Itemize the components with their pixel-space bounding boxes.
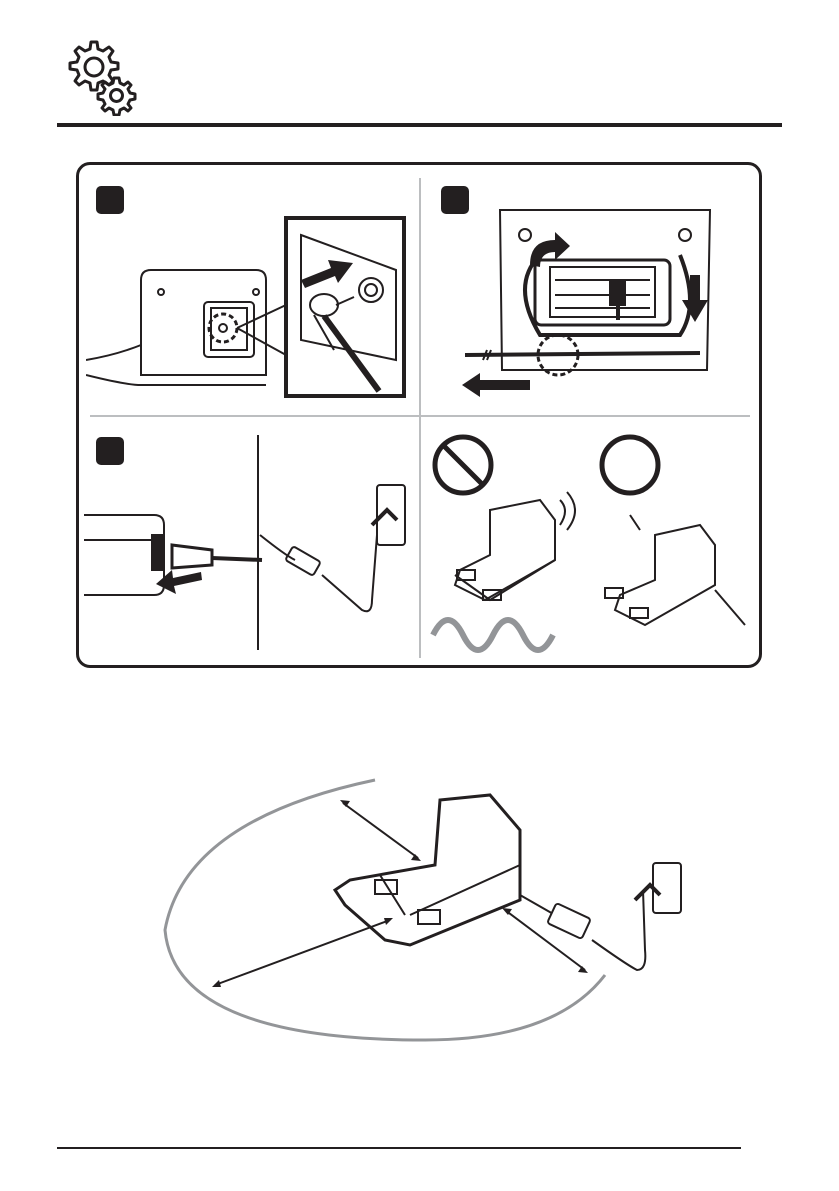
panel-4-illustration <box>425 430 755 655</box>
ok-circle-icon <box>602 437 658 493</box>
panel-divider-horizontal <box>90 415 750 417</box>
header-rule <box>57 123 782 127</box>
footer-rule <box>57 1147 741 1149</box>
settings-gears-icon <box>58 38 140 116</box>
panel-2-illustration <box>455 205 745 405</box>
panel-3-illustration <box>82 430 416 655</box>
clearance-diagram <box>160 775 700 1045</box>
panel-1-illustration <box>86 210 416 410</box>
prohibited-icon <box>435 437 491 493</box>
panel-divider-vertical <box>419 178 421 658</box>
